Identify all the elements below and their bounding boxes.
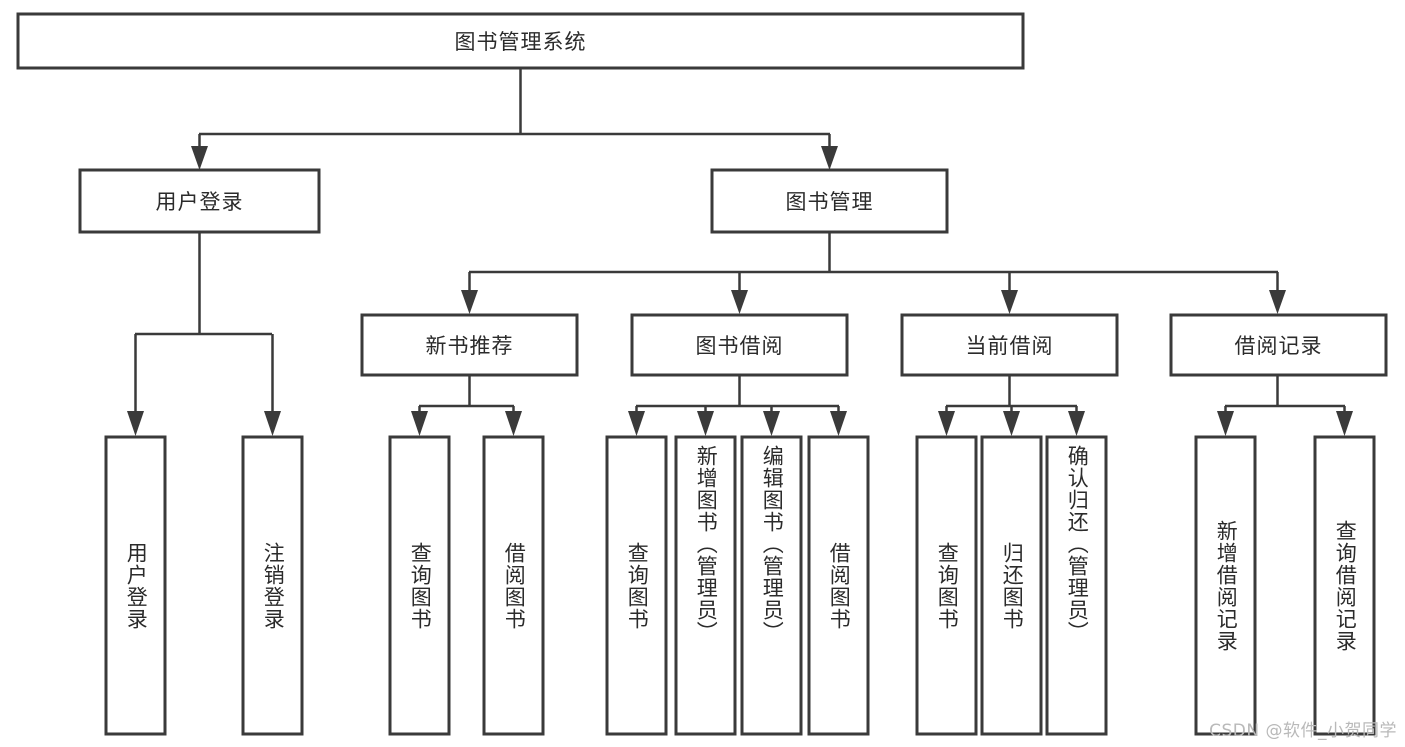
arrowhead-newbook-l2	[505, 411, 522, 436]
node-book-borrow-box[interactable]	[630, 313, 849, 377]
arrowhead-to-bookmgmt	[821, 146, 838, 170]
connector-group	[127, 68, 1353, 436]
node-book-management-box[interactable]	[710, 168, 949, 234]
arrowhead-record-l2	[1336, 411, 1353, 436]
leaf-box-0[interactable]	[104, 435, 167, 736]
arrowhead-current-l3	[1068, 411, 1085, 436]
leaf-box-8[interactable]	[915, 435, 978, 736]
csdn-watermark: CSDN @软件_小贺同学	[1209, 721, 1397, 741]
leaf-box-4[interactable]	[605, 435, 668, 736]
arrowhead-current-l2	[1003, 411, 1020, 436]
leaf-box-6[interactable]	[740, 435, 803, 736]
arrowhead-borrow-l4	[830, 411, 847, 436]
arrowhead-record-l1	[1217, 411, 1234, 436]
arrowhead-login-leaf2	[264, 411, 281, 436]
node-user-login-box[interactable]	[78, 168, 321, 234]
leaf-box-10[interactable]	[1045, 435, 1108, 736]
arrowhead-newbook-l1	[411, 411, 428, 436]
arrowhead-borrow-l1	[628, 411, 645, 436]
arrowhead-record	[1269, 290, 1286, 314]
node-current-borrow-box[interactable]	[900, 313, 1119, 377]
leaf-box-11[interactable]	[1194, 435, 1257, 736]
arrowhead-login-leaf1	[127, 411, 144, 436]
leaf-box-7[interactable]	[807, 435, 870, 736]
arrowhead-newbook	[461, 290, 478, 314]
leaf-box-12[interactable]	[1313, 435, 1376, 736]
arrowhead-borrow-l2	[697, 411, 714, 436]
arrowhead-current	[1001, 290, 1018, 314]
arrowhead-current-l1	[938, 411, 955, 436]
node-box-group	[16, 12, 1388, 736]
arrowhead-to-login	[191, 146, 208, 170]
arrowhead-borrow	[731, 290, 748, 314]
node-new-book-recommend-box[interactable]	[360, 313, 579, 377]
leaf-box-5[interactable]	[674, 435, 737, 736]
leaf-box-3[interactable]	[482, 435, 545, 736]
arrowhead-borrow-l3	[763, 411, 780, 436]
node-root-box[interactable]	[16, 12, 1025, 70]
node-borrow-record-box[interactable]	[1169, 313, 1388, 377]
leaf-box-1[interactable]	[241, 435, 304, 736]
leaf-box-9[interactable]	[980, 435, 1043, 736]
leaf-box-2[interactable]	[388, 435, 451, 736]
